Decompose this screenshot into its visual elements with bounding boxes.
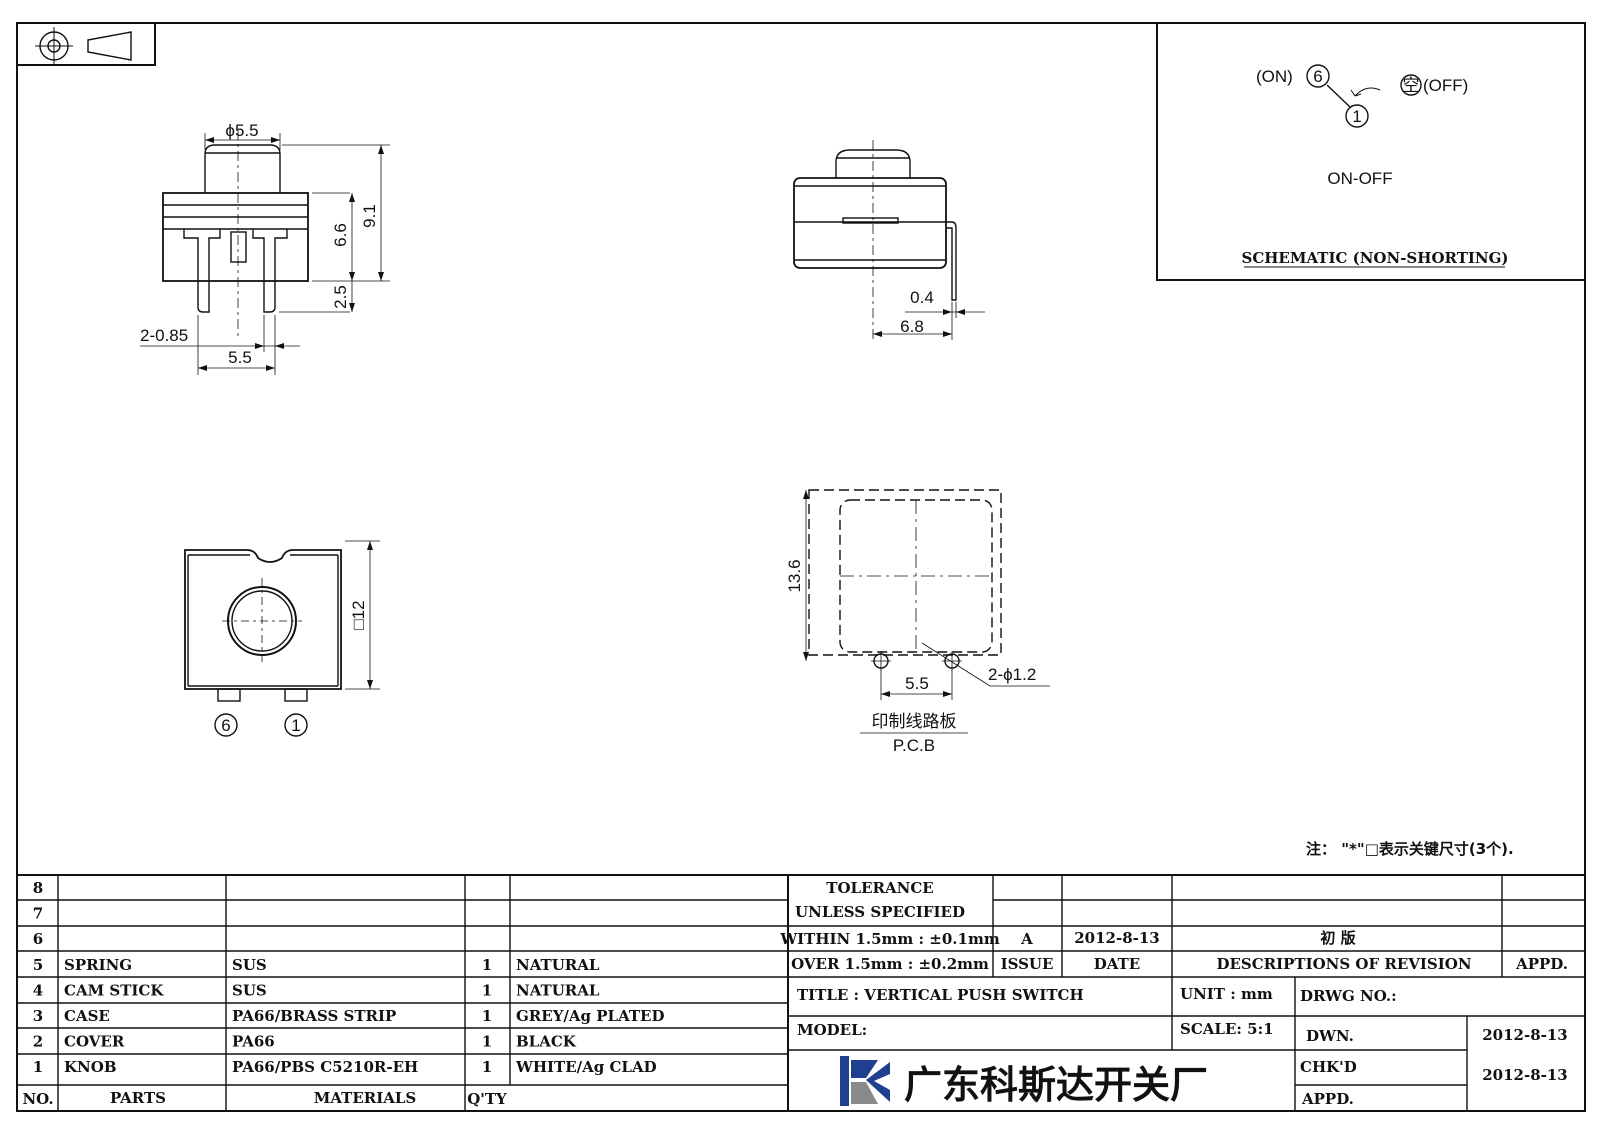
drawing-border	[16, 22, 1586, 1112]
chkd-date: 2012-8-13	[1482, 1066, 1568, 1084]
on-terminal: 6	[1313, 67, 1322, 86]
projection-symbol	[16, 22, 156, 66]
row-part: COVER	[64, 1033, 125, 1051]
bottom-table	[17, 874, 1585, 1111]
dwn-date: 2012-8-13	[1482, 1026, 1568, 1044]
appd-label: APPD.	[1301, 1090, 1354, 1108]
drwg-no-label: DRWG NO.:	[1300, 987, 1397, 1005]
row-finish: WHITE/Ag CLAD	[515, 1058, 657, 1076]
tolerance-line3: WITHIN 1.5mm : ±0.1mm	[779, 930, 1000, 948]
row-material: PA66	[232, 1033, 275, 1051]
pcb-view	[805, 489, 1050, 734]
dimension-arrows	[198, 137, 965, 697]
pcb-label-en: P.C.B	[893, 736, 935, 755]
row-part: KNOB	[64, 1058, 117, 1076]
off-symbol: 空	[1403, 76, 1420, 96]
revision-description: 初 版	[1320, 929, 1355, 947]
pin-thickness-label: 0.4	[910, 288, 934, 307]
tolerance-line1: TOLERANCE	[826, 879, 933, 897]
schematic-caption: SCHEMATIC (NON-SHORTING)	[1241, 249, 1508, 267]
company-name: 广东科斯达开关厂	[904, 1063, 1208, 1107]
revision-date: 2012-8-13	[1074, 929, 1160, 947]
header-no: NO.	[22, 1090, 53, 1108]
terminal-1-label: 1	[291, 716, 300, 735]
tolerance-line4: OVER 1.5mm : ±0.2mm	[791, 955, 989, 973]
off-label: (OFF)	[1423, 76, 1468, 95]
row-no: 4	[33, 981, 43, 999]
row-qty: 1	[482, 1007, 492, 1025]
schematic-box	[1156, 22, 1586, 281]
row-no: 2	[33, 1033, 43, 1051]
model-label: MODEL:	[797, 1021, 867, 1039]
row-no: 6	[33, 930, 43, 948]
row-material: SUS	[232, 981, 267, 999]
row-material: PA66/PBS C5210R-EH	[232, 1058, 418, 1076]
row-part: SPRING	[64, 956, 132, 974]
on-label: (ON)	[1256, 67, 1293, 86]
terminal-6-label: 6	[221, 716, 230, 735]
col-issue: ISSUE	[1001, 955, 1054, 973]
row-finish: NATURAL	[516, 956, 600, 974]
side-view	[793, 140, 985, 340]
row-material: PA66/BRASS STRIP	[232, 1007, 396, 1025]
row-no: 3	[33, 1007, 43, 1025]
row-no: 5	[33, 956, 43, 974]
row-qty: 1	[482, 1033, 492, 1051]
mode-label: ON-OFF	[1327, 169, 1392, 188]
pin-pitch-label: 5.5	[228, 348, 252, 367]
company-logo	[840, 1056, 890, 1106]
row-no: 7	[33, 905, 43, 923]
top-view	[184, 540, 380, 737]
col-appd: APPD.	[1515, 955, 1568, 973]
header-parts: PARTS	[110, 1089, 166, 1107]
switch-symbol	[1244, 64, 1505, 268]
header-materials: MATERIALS	[314, 1089, 417, 1107]
unit-label: UNIT : mm	[1180, 985, 1273, 1003]
pin-length-label: 2.5	[331, 285, 350, 309]
body-size-label: □12	[349, 600, 368, 629]
header-qty: Q'TY	[467, 1090, 507, 1108]
pin-offset-label: 6.8	[900, 317, 924, 336]
row-qty: 1	[482, 1058, 492, 1076]
hole-pitch-label: 5.5	[905, 674, 929, 693]
dwn-label: DWN.	[1306, 1027, 1354, 1045]
row-finish: GREY/Ag PLATED	[516, 1007, 665, 1025]
height-total-label: 9.1	[360, 204, 379, 228]
row-material: SUS	[232, 956, 267, 974]
row-no: 1	[33, 1058, 43, 1076]
col-date: DATE	[1094, 955, 1140, 973]
row-part: CAM STICK	[64, 981, 164, 999]
pcb-label-cn: 印制线路板	[872, 712, 957, 732]
common-terminal: 1	[1352, 107, 1361, 126]
chkd-label: CHK'D	[1300, 1058, 1357, 1076]
pin-width-label: 2-0.85	[140, 326, 188, 345]
drawing-title: TITLE : VERTICAL PUSH SWITCH	[797, 986, 1084, 1004]
knob-diameter-label: ϕ5.5	[225, 121, 258, 140]
tolerance-line2: UNLESS SPECIFIED	[795, 903, 965, 921]
body-height-label: 6.6	[331, 223, 350, 247]
row-qty: 1	[482, 956, 492, 974]
key-dimension-note: 注： "*"□表示关键尺寸(3个).	[1306, 840, 1514, 858]
row-finish: NATURAL	[516, 981, 600, 999]
col-description: DESCRIPTIONS OF REVISION	[1216, 955, 1471, 973]
pcb-size-label: 13.6	[785, 559, 804, 592]
front-view	[140, 130, 390, 375]
row-qty: 1	[482, 981, 492, 999]
hole-spec-label: 2-ϕ1.2	[988, 665, 1036, 684]
row-finish: BLACK	[516, 1033, 577, 1051]
revision-issue: A	[1020, 930, 1033, 948]
row-no: 8	[33, 879, 43, 897]
scale-label: SCALE: 5:1	[1180, 1020, 1274, 1038]
row-part: CASE	[64, 1007, 110, 1025]
